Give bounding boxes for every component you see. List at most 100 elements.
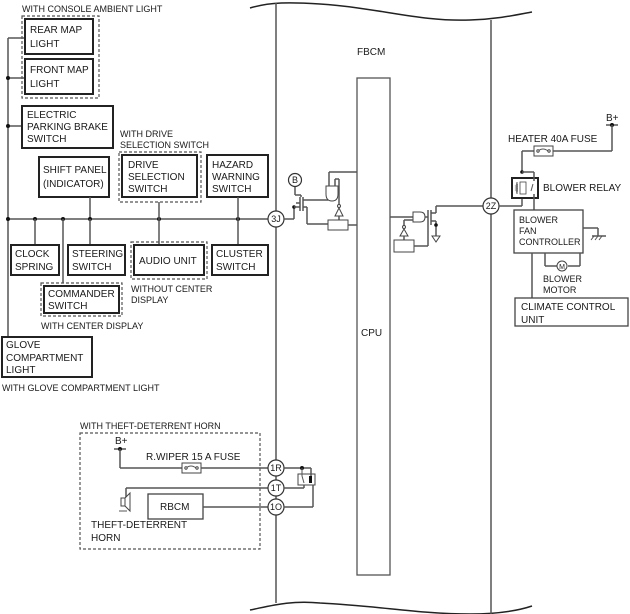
steering-switch [67,244,126,276]
shift-panel-line2: (INDICATOR) [43,179,104,190]
fbcm-module: FBCM CPU [249,2,533,614]
climate-line1: CLIMATE CONTROL [521,302,616,313]
rbcm-label: RBCM [160,502,189,513]
svg-text:3J: 3J [271,214,281,224]
front-map-light [24,58,94,95]
clock-spring [10,244,60,276]
front-map-light-line2: LIGHT [30,79,59,90]
glove-compartment-light [1,336,93,378]
and-gate-right [412,211,426,223]
rwiper-fuse-label: R.WIPER 15 A FUSE [146,452,241,463]
clock-spring-line1: CLOCK [15,249,50,260]
buffer-block-right [393,239,415,253]
hazard-line3: SWITCH [212,184,251,195]
audio-unit-label: AUDIO UNIT [139,256,197,267]
svg-text:1T: 1T [271,483,282,493]
cluster-switch [211,244,269,276]
bplus-right-label: B+ [606,113,619,124]
group-drive-selection-line1: WITH DRIVE [120,129,173,139]
drive-selection-switch [121,154,198,198]
svg-text:2Z: 2Z [486,201,497,211]
steering-line1: STEERING [72,249,123,260]
epb-line2: PARKING BRAKE [27,122,108,133]
blower-motor-line2: MOTOR [543,285,577,295]
group-without-center-display [130,241,208,280]
glove-line2: COMPARTMENT [6,353,83,364]
group-theft-horn-label: WITH THEFT-DETERRENT HORN [80,421,221,431]
epb-line1: ELECTRIC [27,110,76,121]
blower-relay-label: BLOWER RELAY [543,183,621,194]
commander-line2: SWITCH [48,301,87,312]
steering-line2: SWITCH [72,262,111,273]
group-theft-horn [79,432,261,550]
group-console-ambient [21,15,100,99]
horn-relay [297,473,316,486]
shift-panel-line1: SHIFT PANEL [43,165,107,176]
drive-selection-line2: SELECTION [128,172,185,183]
terminal-b [287,172,303,188]
drive-selection-line3: SWITCH [128,184,167,195]
climate-line2: UNIT [521,315,544,326]
electric-parking-brake-switch [21,105,114,149]
shift-panel-indicator [38,156,110,198]
svg-text:1O: 1O [270,502,282,512]
relay-coil-icon [514,182,518,194]
group-drive-selection-line2: SELECTION SWITCH [120,140,209,150]
blower-fan-controller [513,209,584,254]
hazard-line1: HAZARD [212,160,253,171]
drive-selection-line1: DRIVE [128,160,159,171]
audio-unit [133,244,205,276]
without-center-line1: WITHOUT CENTER [131,284,213,294]
glove-line1: GLOVE [6,340,41,351]
rear-map-light-line1: REAR MAP [30,25,83,36]
bfc-line1: BLOWER [519,215,559,225]
rear-map-light [24,18,94,55]
climate-control-unit [514,297,629,327]
glove-line3: LIGHT [6,365,35,376]
rear-map-light-line2: LIGHT [30,39,59,50]
group-drive-selection [118,151,202,203]
and-gate-left [325,185,339,202]
cpu-label: CPU [361,328,382,339]
inverter-right [399,227,409,237]
commander-line1: COMMANDER [48,289,115,300]
hazard-line2: WARNING [212,172,260,183]
cluster-line2: SWITCH [216,262,255,273]
cluster-line1: CLUSTER [216,249,263,260]
clock-spring-line2: SPRING [15,262,54,273]
svg-text:B: B [292,175,298,185]
inverter-left [334,206,344,217]
blower-motor [556,260,568,272]
with-center-display-label: WITH CENTER DISPLAY [41,321,143,331]
buffer-block-left [327,219,349,231]
svg-text:1R: 1R [270,463,282,473]
svg-text:SHIFT PANEL(INDICATOR): SHIFT PANEL (INDICATOR) [43,165,107,190]
blower-motor-line1: BLOWER [543,274,583,284]
group-console-ambient-label: WITH CONSOLE AMBIENT LIGHT [22,4,163,14]
theft-horn-line1: THEFT-DETERRENT [91,520,187,531]
horn-relay-coil-icon [309,476,312,483]
bfc-line3: CONTROLLER [519,237,581,247]
heater-fuse-label: HEATER 40A FUSE [508,134,598,145]
ground-symbol-output [431,235,441,243]
theft-horn-line2: HORN [91,533,120,544]
front-map-light-line1: FRONT MAP [30,65,89,76]
commander-switch [43,285,120,314]
horn-relay-contact-icon [301,475,305,484]
bfc-line2: FAN [519,226,537,236]
epb-line3: SWITCH [27,134,66,145]
group-with-center-display [40,282,123,317]
svg-text:M: M [559,264,565,271]
